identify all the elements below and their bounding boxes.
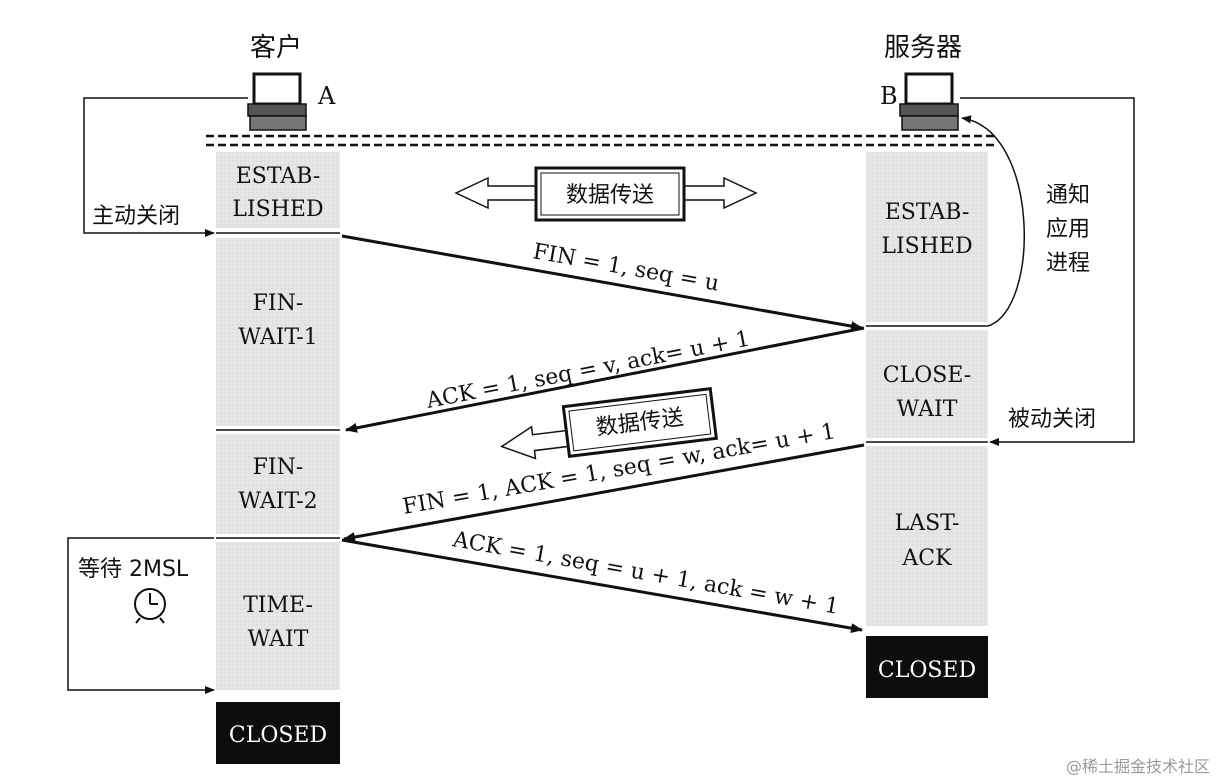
server-title: 服务器 [884,33,962,63]
client-state-label: WAIT [248,627,309,652]
client-state-label: WAIT-2 [238,489,317,514]
server-closed-box [866,636,988,698]
message-arrow-fin1 [341,234,863,332]
client-state-label: FIN- [253,455,304,480]
server-state-close-wait [866,330,988,438]
watermark-text: @稀土掘金技术社区 [1066,757,1210,776]
wait-2msl-label: 等待 2MSL [78,557,189,582]
server-state-established [866,152,988,322]
client-letter: A [317,82,336,110]
active-close-label: 主动关闭 [92,204,180,229]
notify-app-label: 应用 [1046,217,1090,242]
data-transfer-top-label: 数据传送 [566,183,654,208]
data-transfer-top: 数据传送 [454,166,758,222]
client-computer-icon [247,72,307,131]
client-state-label: ESTAB- [236,164,321,189]
client-state-label: LISHED [232,197,323,222]
client-closed-label: CLOSED [229,723,327,748]
client-state-label: WAIT-1 [238,325,317,350]
passive-close-label: 被动关闭 [1008,407,1096,432]
notify-app-arrow [961,115,1025,327]
client-state-established [216,152,340,228]
client-state-fin-wait-1 [216,238,340,426]
client-state-label: TIME- [243,593,313,618]
server-computer-icon [899,72,959,131]
active-close-arrow [83,97,248,237]
server-letter: B [880,82,898,110]
time-wait-arrow [67,537,215,694]
server-state-label: ESTAB- [885,200,970,225]
message-label-fin1: FIN = 1, seq = u [531,239,721,296]
client-closed-box [216,702,340,764]
client-state-column [216,152,340,764]
server-closed-label: CLOSED [878,658,976,683]
notify-app-label: 进程 [1046,251,1090,276]
client-state-time-wait [216,542,340,690]
server-state-label: ACK [901,546,952,571]
passive-close-arrow [960,97,1135,446]
client-state-label: FIN- [253,291,304,316]
server-state-label: LAST- [895,511,960,536]
server-state-column [866,152,988,698]
data-transfer-mid: 数据传送 [500,387,719,460]
clock-icon [134,588,166,624]
server-state-label: WAIT [897,397,958,422]
client-title: 客户 [250,33,302,63]
server-state-label: CLOSE- [883,363,971,388]
client-state-fin-wait-2 [216,434,340,534]
message-arrow-ack1 [345,326,865,433]
notify-app-label: 通知 [1046,183,1090,208]
server-state-last-ack [866,446,988,626]
server-state-label: LISHED [881,234,972,259]
message-label-ack2: ACK = 1, seq = u + 1, ack = w + 1 [450,527,841,620]
message-arrow-ack2 [341,538,863,634]
message-arrow-fin2 [343,443,865,542]
